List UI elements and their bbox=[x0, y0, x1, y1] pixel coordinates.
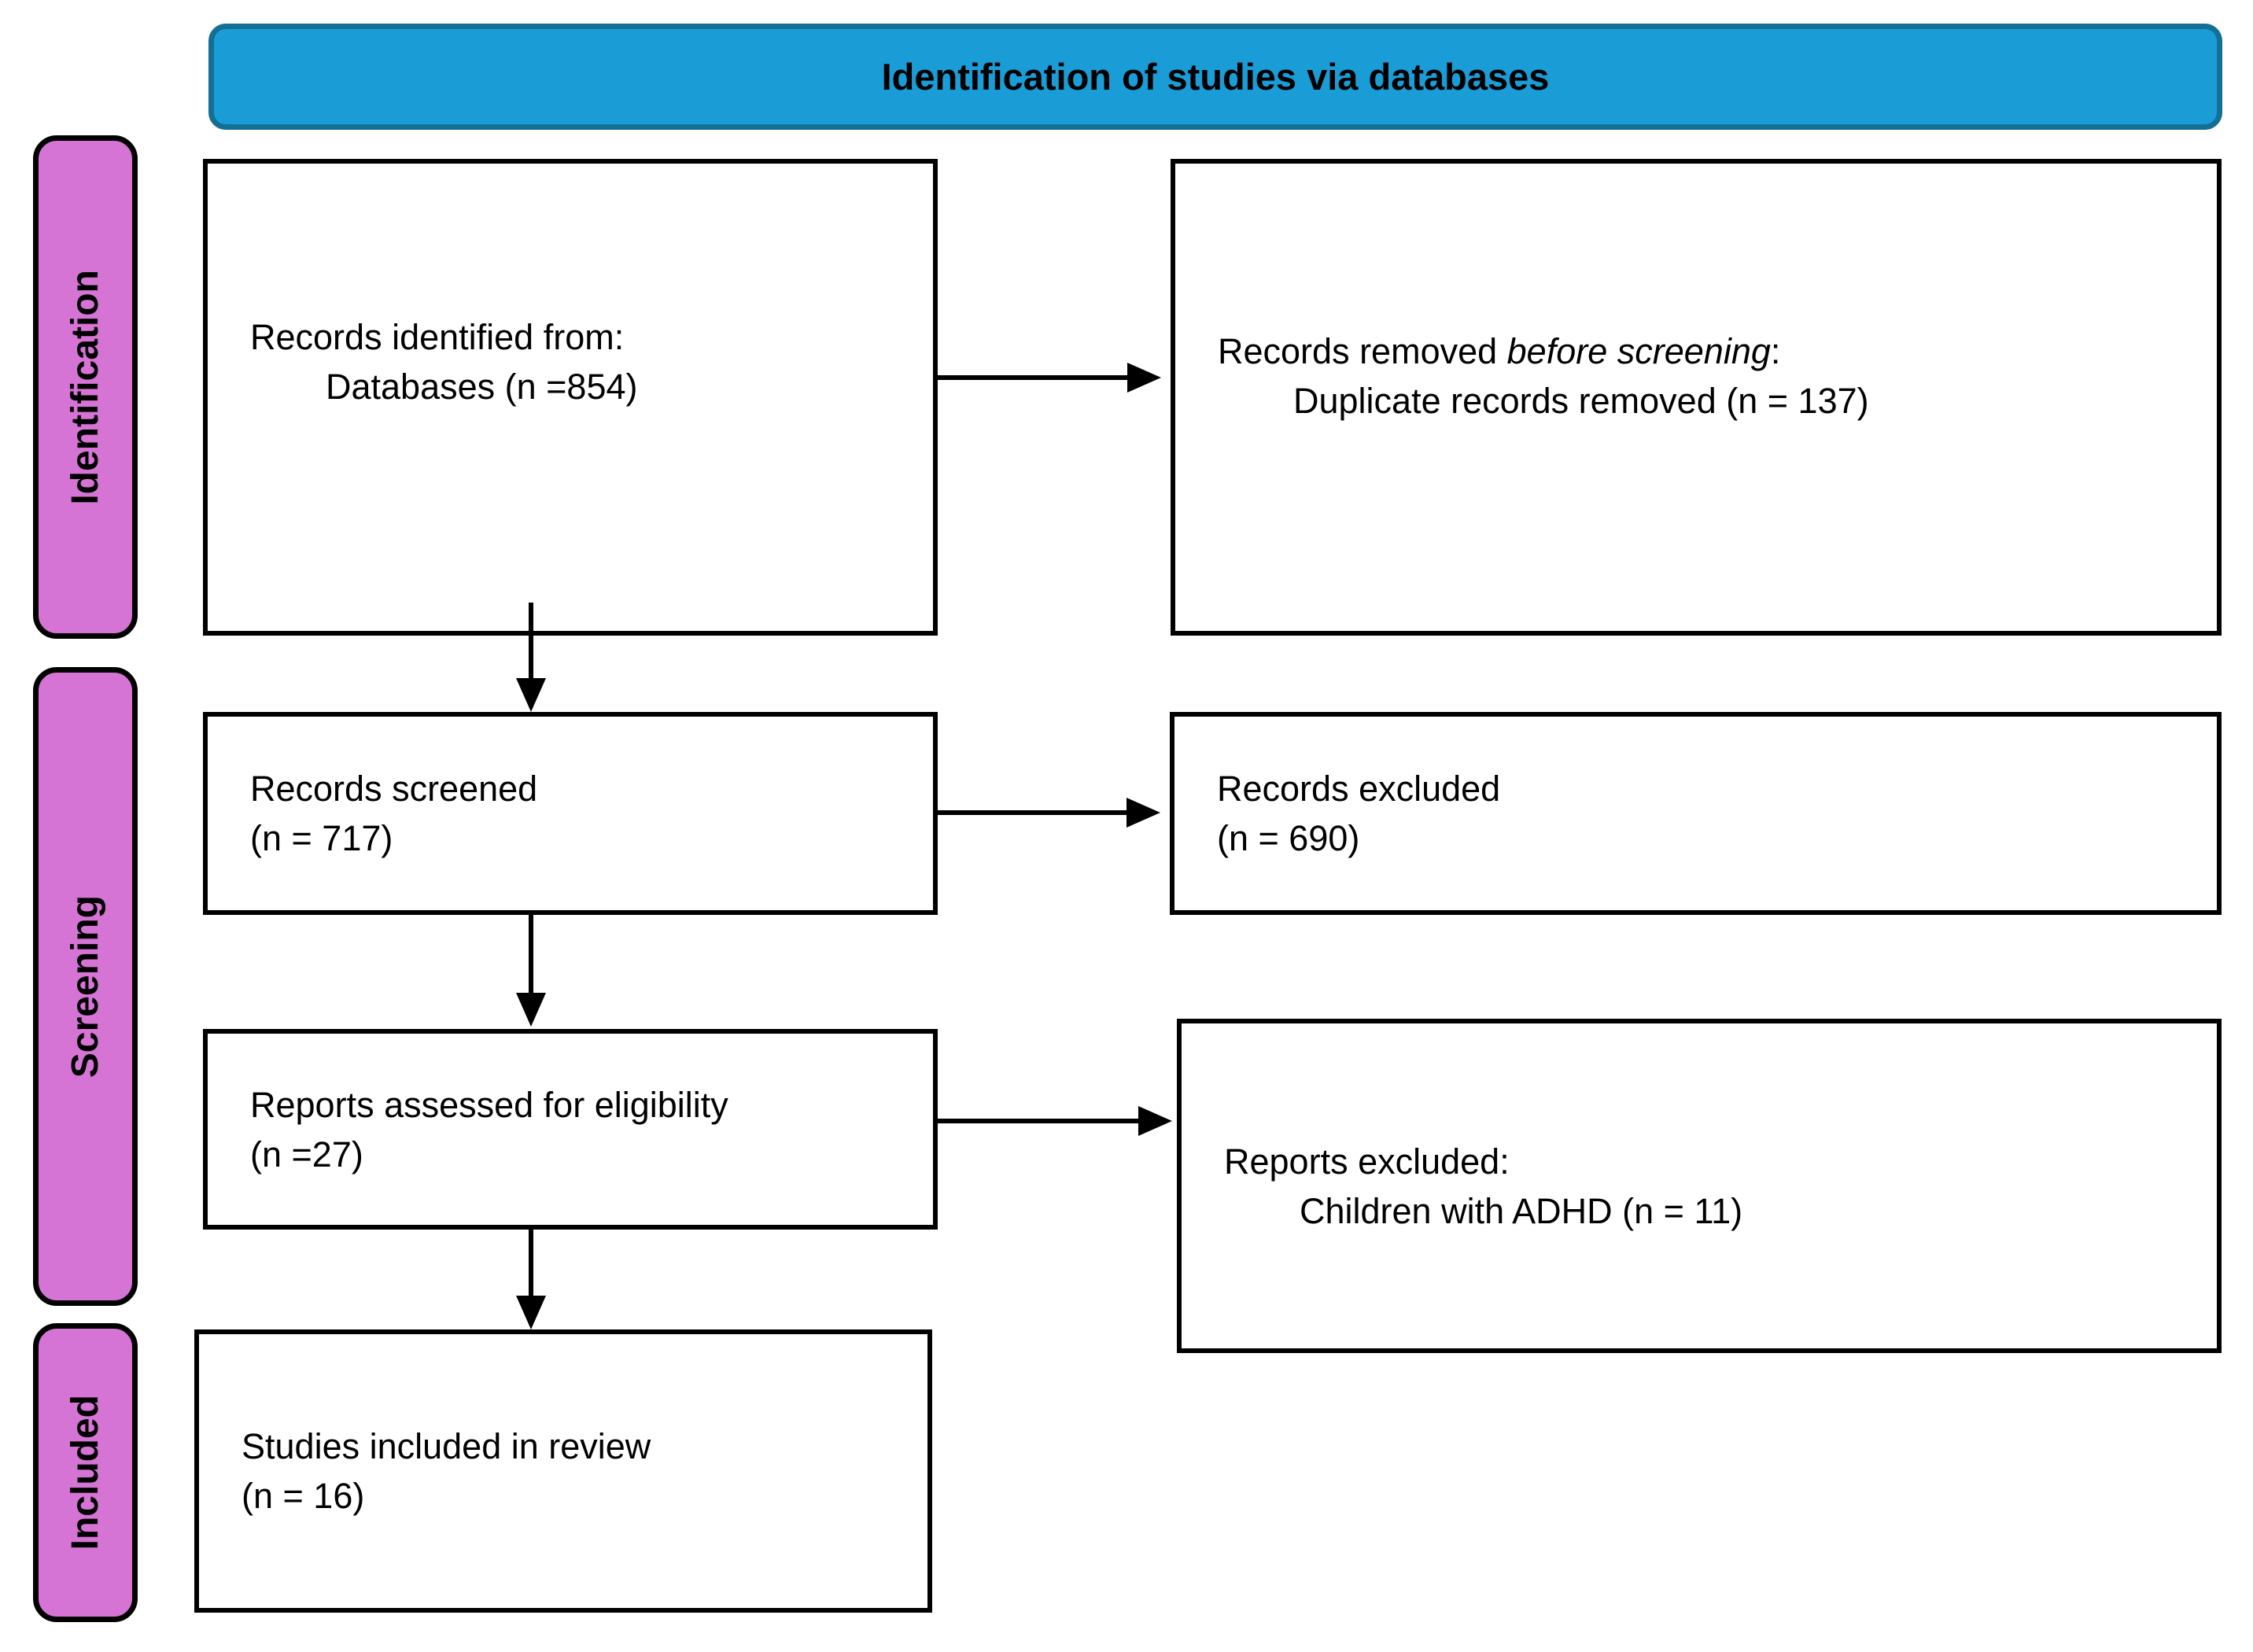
arrow-identified-to-removed-icon bbox=[938, 363, 1161, 393]
header-title: Identification of studies via databases bbox=[881, 56, 1550, 98]
box-reports-excluded-line2: Children with ADHD (n = 11) bbox=[1300, 1190, 1743, 1231]
sidebar-stage-included: Included bbox=[33, 1323, 138, 1622]
box-records-screened-line1: Records screened bbox=[250, 769, 538, 809]
arrow-screened-to-excluded-icon bbox=[936, 798, 1160, 828]
box-records-removed-line1-italic: before screening bbox=[1506, 330, 1771, 371]
box-studies-included-line1: Studies included in review bbox=[242, 1426, 651, 1466]
header-banner: Identification of studies via databases bbox=[208, 24, 2222, 130]
box-records-removed-line2: Duplicate records removed (n = 137) bbox=[1293, 380, 1869, 421]
box-records-identified: Records identified from: Databases (n =8… bbox=[203, 159, 938, 636]
box-records-excluded: Records excluded (n = 690) bbox=[1170, 712, 2222, 915]
box-studies-included: Studies included in review (n = 16) bbox=[194, 1329, 932, 1613]
sidebar-stage-identification: Identification bbox=[33, 135, 138, 639]
box-studies-included-line2: (n = 16) bbox=[242, 1476, 365, 1516]
arrow-screened-to-assessed-icon bbox=[516, 915, 546, 1027]
box-records-removed-line1-prefix: Records removed bbox=[1218, 330, 1507, 371]
box-records-removed-line1-suffix: : bbox=[1770, 330, 1781, 371]
box-records-removed: Records removed before screening: Duplic… bbox=[1171, 159, 2222, 636]
box-records-removed-line1: Records removed before screening: bbox=[1218, 326, 2201, 376]
box-reports-assessed-line2: (n =27) bbox=[250, 1134, 363, 1174]
box-reports-assessed: Reports assessed for eligibility (n =27) bbox=[203, 1029, 938, 1230]
box-reports-excluded-line1: Reports excluded: bbox=[1224, 1141, 1510, 1182]
box-records-excluded-line1: Records excluded bbox=[1217, 769, 1501, 809]
sidebar-stage-screening-label: Screening bbox=[65, 894, 106, 1079]
sidebar-stage-screening: Screening bbox=[33, 667, 138, 1306]
sidebar-stage-included-label: Included bbox=[65, 1395, 106, 1551]
box-reports-assessed-line1: Reports assessed for eligibility bbox=[250, 1084, 728, 1125]
box-records-identified-line2: Databases (n =854) bbox=[326, 367, 638, 407]
box-records-identified-line1: Records identified from: bbox=[250, 317, 625, 357]
box-records-screened-line2: (n = 717) bbox=[250, 818, 393, 858]
box-records-excluded-line2: (n = 690) bbox=[1217, 818, 1360, 858]
box-reports-excluded: Reports excluded: Children with ADHD (n … bbox=[1177, 1019, 2222, 1353]
sidebar-stage-identification-label: Identification bbox=[65, 269, 106, 505]
box-records-screened: Records screened (n = 717) bbox=[203, 712, 938, 915]
arrow-assessed-to-reports-excluded-icon bbox=[938, 1106, 1172, 1136]
arrow-assessed-to-included-icon bbox=[516, 1230, 546, 1329]
